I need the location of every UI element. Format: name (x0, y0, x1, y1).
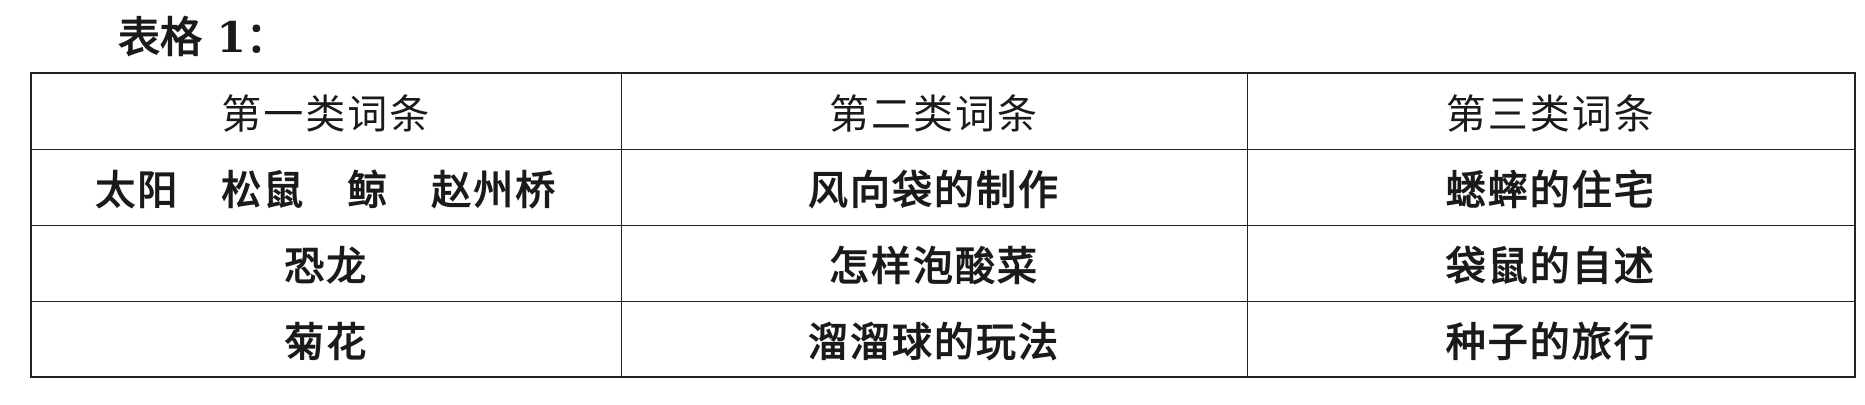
table-header-row: 第一类词条 第二类词条 第三类词条 (30, 72, 1856, 150)
table-caption: 表格 1： (118, 13, 288, 62)
table-cell: 种子的旅行 (1246, 300, 1856, 378)
word-category-table: 第一类词条 第二类词条 第三类词条 太阳 松鼠 鲸 赵州桥 风向袋的制作 蟋蟀的… (30, 72, 1856, 378)
header-cell-category-1: 第一类词条 (30, 72, 622, 150)
table-cell: 溜溜球的玩法 (620, 300, 1248, 378)
table-cell: 菊花 (30, 300, 622, 378)
table-cell: 蟋蟀的住宅 (1246, 148, 1856, 226)
table-cell: 风向袋的制作 (620, 148, 1248, 226)
table-cell: 怎样泡酸菜 (620, 224, 1248, 302)
table-cell: 袋鼠的自述 (1246, 224, 1856, 302)
table-cell: 太阳 松鼠 鲸 赵州桥 (30, 148, 622, 226)
table-cell: 恐龙 (30, 224, 622, 302)
header-cell-category-3: 第三类词条 (1246, 72, 1856, 150)
header-cell-category-2: 第二类词条 (620, 72, 1248, 150)
table-row: 菊花 溜溜球的玩法 种子的旅行 (30, 300, 1856, 378)
table-row: 太阳 松鼠 鲸 赵州桥 风向袋的制作 蟋蟀的住宅 (30, 148, 1856, 226)
table-row: 恐龙 怎样泡酸菜 袋鼠的自述 (30, 224, 1856, 302)
